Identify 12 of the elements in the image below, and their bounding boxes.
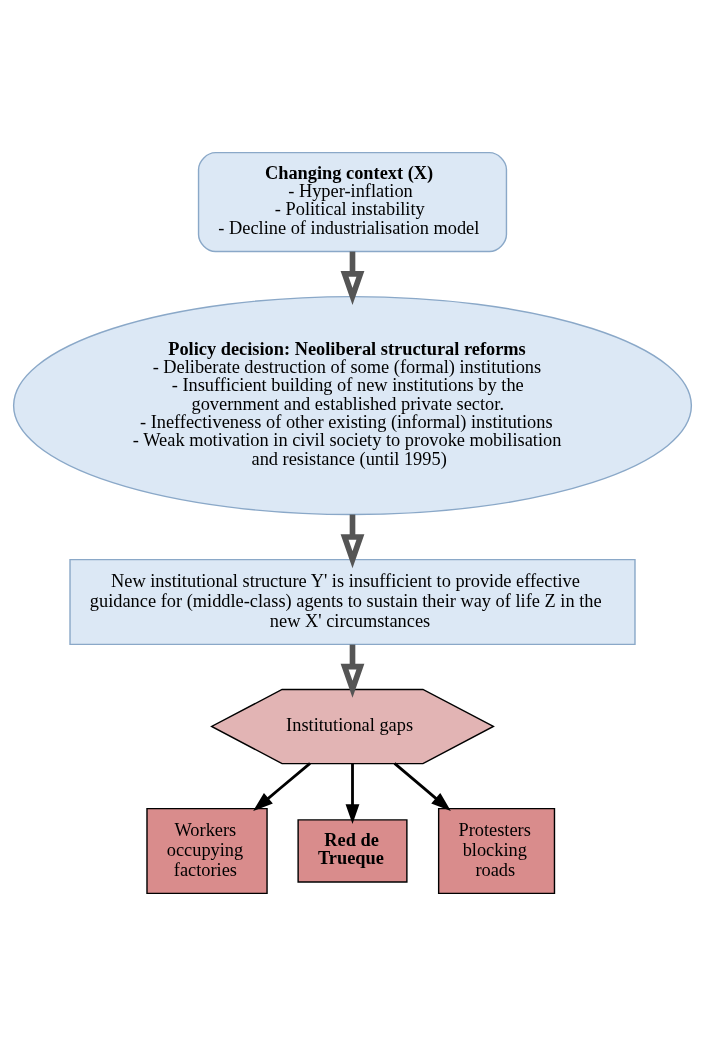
arrow	[340, 644, 365, 698]
node-box: Protesters blocking roads	[437, 807, 556, 894]
node-box: Red de Trueque	[297, 818, 408, 883]
arrow	[345, 763, 360, 824]
node-box: Changing context (X) - Hyper-inflation - Political instability - Decline of industrialisation model	[197, 151, 508, 252]
node-ellipse: Policy decision: Neoliberal structural reforms - Deliberate destruction of some (formal) institutions - Insufficient building of new institutions by the government and established private sector. - Ineffectiveness of other existing (informal) institutions - Weak motivation in civil society to provoke mobilisation and resistance (until 1995)	[12, 295, 693, 515]
arrow	[340, 514, 365, 568]
arrow	[340, 251, 365, 305]
arrow	[393, 761, 451, 811]
node-box: Workers occupying factories	[146, 807, 268, 894]
node-box: New institutional structure Y' is insufficient to provide effective guidance for (middle-class) agents to sustain their way of life Z in the new X' circumstances	[69, 558, 636, 645]
arrow	[253, 761, 311, 811]
